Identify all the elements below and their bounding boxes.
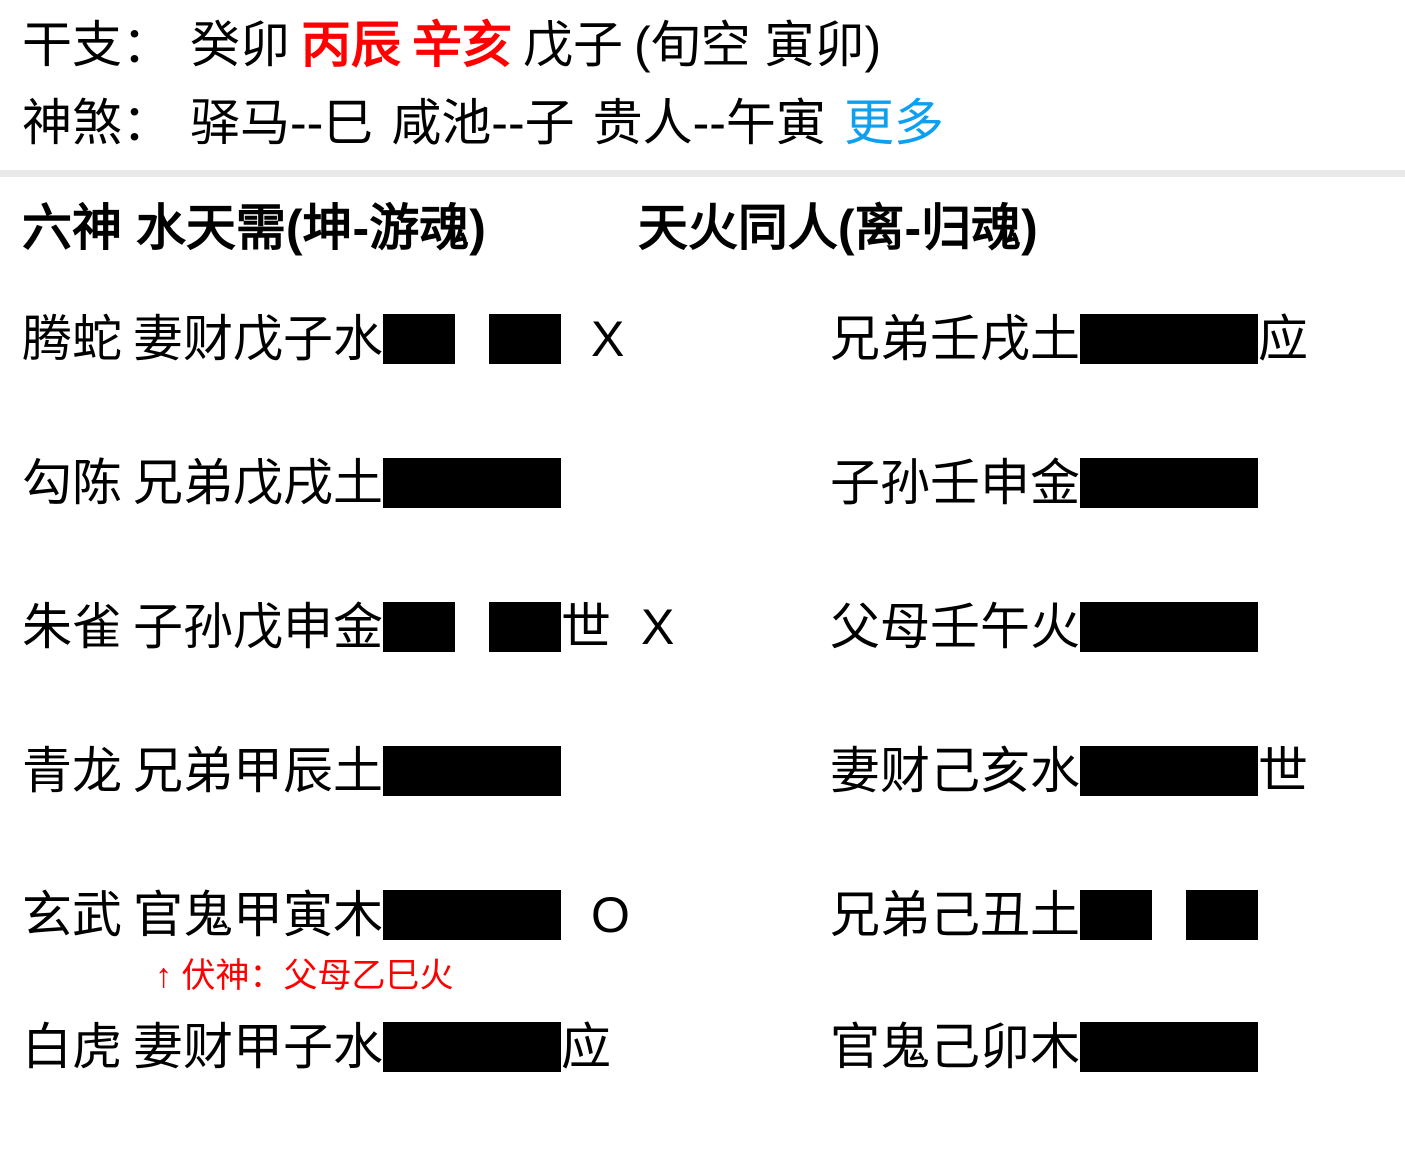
yao-right-side: 兄弟己丑土: [830, 843, 1258, 987]
yao-left-label: 兄弟戊戌土: [133, 455, 383, 511]
yao-left-side: 勾陈兄弟戊戌土: [22, 411, 591, 555]
divination-info-block: 干支： 癸卯 丙辰 辛亥 戊子 (旬空 寅卯) 神煞： 驿马--巳 咸池--子 …: [0, 0, 1405, 162]
ganzhi-month: 丙辰: [301, 17, 401, 73]
hexagram-right-title: 天火同人(离-归魂): [638, 203, 1038, 253]
yao-right-line-yin: [1080, 890, 1258, 940]
yao-left-line-yin: [383, 314, 561, 364]
yang-bar: [1080, 1022, 1258, 1072]
ganzhi-hour: 戊子: [523, 17, 623, 73]
yao-left-line-yang: [383, 1022, 561, 1072]
yao-right-label: 兄弟己丑土: [830, 887, 1080, 943]
yao-right-label: 父母壬午火: [830, 599, 1080, 655]
yao-row: 白虎妻财甲子水 应 官鬼己卯木: [0, 987, 1405, 1107]
yao-right-line-yang: [1080, 314, 1258, 364]
liushen-label: 白虎: [22, 1019, 122, 1075]
ganzhi-row: 干支： 癸卯 丙辰 辛亥 戊子 (旬空 寅卯): [0, 6, 1405, 84]
yin-segment: [489, 602, 561, 652]
yin-segment: [383, 602, 455, 652]
yao-row: 玄武官鬼甲寅木 O 兄弟己丑土 ↑ 伏神：父母乙巳火: [0, 843, 1405, 993]
yao-right-side: 官鬼己卯木: [830, 987, 1258, 1107]
shensha-yima: 驿马--巳: [190, 95, 374, 151]
yang-bar: [383, 746, 561, 796]
yin-segment: [383, 314, 455, 364]
yao-right-line-yang: [1080, 602, 1258, 652]
shensha-guiren: 贵人--午寅: [592, 95, 826, 151]
yao-left-label: 子孙戊申金: [133, 599, 383, 655]
yao-right-label: 兄弟壬戌土: [830, 311, 1080, 367]
yao-left-label: 妻财甲子水: [133, 1019, 383, 1075]
yao-right-side: 父母壬午火: [830, 555, 1258, 699]
yang-bar: [383, 458, 561, 508]
yao-left-line-yang: [383, 746, 561, 796]
yin-segment: [1080, 890, 1152, 940]
yin-gap: [1152, 890, 1186, 940]
yao-row: 青龙兄弟甲辰土 妻财己亥水 世: [0, 699, 1405, 843]
yao-left-label: 兄弟甲辰土: [133, 743, 383, 799]
hexagram-area: 六神 水天需(坤-游魂) 天火同人(离-归魂) 腾蛇妻财戊子水 X 兄弟壬戌土 …: [0, 189, 1405, 1107]
yao-left-line-yang: [383, 890, 561, 940]
ganzhi-label: 干支：: [22, 17, 172, 73]
yang-bar: [383, 1022, 561, 1072]
yao-left-change-mark: X: [641, 599, 675, 655]
yao-left-side: 玄武官鬼甲寅木 O: [22, 843, 630, 987]
ganzhi-day: 辛亥: [412, 17, 512, 73]
yao-left-change-mark: O: [591, 887, 630, 943]
liushen-label: 勾陈: [22, 455, 122, 511]
yao-right-line-yang: [1080, 458, 1258, 508]
shensha-more-link[interactable]: 更多: [843, 95, 944, 151]
changed-hexagram-name: 天火同人(离-归魂): [637, 200, 1038, 256]
yao-left-side: 白虎妻财甲子水 应: [22, 987, 641, 1107]
section-divider: [0, 170, 1405, 177]
yang-bar: [1080, 746, 1258, 796]
yao-right-side: 妻财己亥水 世: [830, 699, 1308, 843]
yao-left-line-yin: [383, 602, 561, 652]
yao-left-side: 青龙兄弟甲辰土: [22, 699, 591, 843]
yin-gap: [455, 602, 489, 652]
yao-right-side: 兄弟壬戌土 应: [830, 267, 1308, 411]
yao-right-line-yang: [1080, 1022, 1258, 1072]
liushen-label: 玄武: [22, 887, 122, 943]
yang-bar: [1080, 458, 1258, 508]
hexagram-title-row: 六神 水天需(坤-游魂) 天火同人(离-归魂): [0, 189, 1405, 267]
yang-bar: [1080, 314, 1258, 364]
liushen-label: 青龙: [22, 743, 122, 799]
yin-segment: [1186, 890, 1258, 940]
yao-left-change-mark: X: [591, 311, 625, 367]
yao-right-line-yang: [1080, 746, 1258, 796]
yin-segment: [489, 314, 561, 364]
shensha-xianchi: 咸池--子: [391, 95, 575, 151]
xunkong-text: (旬空 寅卯): [634, 17, 882, 73]
liushen-column-label: 六神: [22, 200, 122, 256]
yao-row: 勾陈兄弟戊戌土 子孙壬申金: [0, 411, 1405, 555]
yao-left-label: 官鬼甲寅木: [133, 887, 383, 943]
yao-right-position-mark: 应: [1258, 311, 1308, 367]
yao-left-position-mark: 世: [561, 599, 611, 655]
yao-right-label: 妻财己亥水: [830, 743, 1080, 799]
yin-gap: [455, 314, 489, 364]
ganzhi-year: 癸卯: [190, 17, 290, 73]
yang-bar: [383, 890, 561, 940]
shensha-row: 神煞： 驿马--巳 咸池--子 贵人--午寅 更多: [0, 84, 1405, 162]
hexagram-left-title: 六神 水天需(坤-游魂): [22, 203, 486, 253]
yao-left-label: 妻财戊子水: [133, 311, 383, 367]
liushen-label: 腾蛇: [22, 311, 122, 367]
yao-left-side: 朱雀子孙戊申金 世 X: [22, 555, 674, 699]
yao-row: 腾蛇妻财戊子水 X 兄弟壬戌土 应: [0, 267, 1405, 411]
yao-left-position-mark: 应: [561, 1019, 611, 1075]
yao-left-side: 腾蛇妻财戊子水 X: [22, 267, 624, 411]
yao-row: 朱雀子孙戊申金 世 X 父母壬午火: [0, 555, 1405, 699]
yang-bar: [1080, 602, 1258, 652]
fushen-annotation: ↑ 伏神：父母乙巳火: [155, 957, 454, 995]
yao-right-side: 子孙壬申金: [830, 411, 1258, 555]
yao-left-line-yang: [383, 458, 561, 508]
yao-right-label: 子孙壬申金: [830, 455, 1080, 511]
shensha-label: 神煞：: [22, 95, 172, 151]
yao-right-position-mark: 世: [1258, 743, 1308, 799]
liushen-label: 朱雀: [22, 599, 122, 655]
yao-right-label: 官鬼己卯木: [830, 1019, 1080, 1075]
original-hexagram-name: 水天需(坤-游魂): [135, 200, 486, 256]
